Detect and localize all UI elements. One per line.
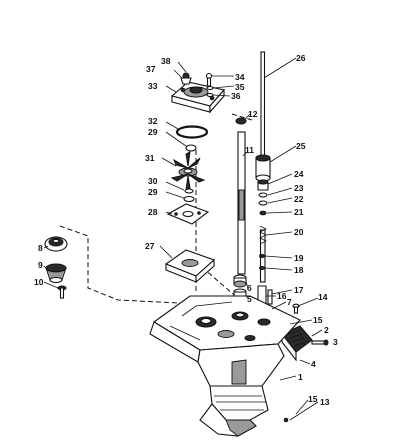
seal-29-upper [185, 144, 197, 152]
callout-13: 13 [320, 397, 330, 407]
callout-38: 38 [161, 56, 171, 66]
callout-33: 33 [148, 81, 158, 91]
callout-15-upper: 15 [313, 315, 323, 325]
callout-12: 12 [248, 109, 258, 119]
callout-1: 1 [298, 372, 303, 382]
callout-30: 30 [148, 176, 158, 186]
callout-16: 16 [277, 291, 287, 301]
callout-22: 22 [294, 194, 304, 204]
callout-6: 6 [247, 283, 252, 293]
callout-labels: 38 37 34 35 36 33 26 32 29 12 11 25 31 3… [34, 53, 338, 407]
bearing-6 [233, 274, 247, 288]
callout-11: 11 [245, 145, 254, 155]
washer-23 [258, 192, 268, 198]
callout-2: 2 [324, 325, 329, 335]
callout-27: 27 [145, 241, 155, 251]
callout-24: 24 [294, 169, 304, 179]
callout-3: 3 [333, 337, 338, 347]
impeller-31 [170, 151, 206, 191]
bolt-10 [57, 285, 67, 299]
gear-9 [45, 263, 67, 284]
callout-23: 23 [294, 183, 304, 193]
pin-18 [259, 265, 265, 271]
washer-21 [259, 210, 267, 216]
callout-18: 18 [294, 265, 304, 275]
o-ring-32 [175, 125, 209, 139]
callout-28: 28 [148, 207, 158, 217]
callout-9: 9 [38, 260, 43, 270]
screw-14 [292, 303, 300, 314]
part-24 [257, 179, 269, 191]
callout-25: 25 [296, 141, 306, 151]
callout-21: 21 [294, 207, 304, 217]
leader-lines [43, 57, 323, 421]
bearing-12 [235, 117, 247, 125]
callout-19: 19 [294, 253, 304, 263]
callout-32: 32 [148, 116, 158, 126]
base-27 [164, 249, 216, 284]
callout-8: 8 [38, 243, 43, 253]
callout-36: 36 [231, 91, 241, 101]
washer-22 [258, 200, 268, 206]
seal-29-lower [183, 188, 195, 203]
callout-17: 17 [294, 285, 304, 295]
callout-26: 26 [296, 53, 306, 63]
gearcase-housing [149, 295, 301, 437]
drive-shaft [237, 131, 246, 275]
callout-20: 20 [294, 227, 304, 237]
callout-14: 14 [318, 292, 328, 302]
callout-15-lower: 15 [308, 394, 318, 404]
screw-3 [311, 339, 329, 346]
pump-cover-assembly [170, 72, 226, 114]
callout-5: 5 [247, 294, 252, 304]
callout-31: 31 [145, 153, 155, 163]
plate-28 [166, 203, 210, 225]
pin-19 [259, 253, 265, 259]
callout-37: 37 [146, 64, 156, 74]
callout-35: 35 [235, 82, 245, 92]
callout-29-upper: 29 [148, 127, 158, 137]
callout-7: 7 [287, 297, 292, 307]
gear-25 [255, 154, 271, 182]
callout-10: 10 [34, 277, 44, 287]
callout-34: 34 [235, 72, 245, 82]
callout-29-lower: 29 [148, 187, 158, 197]
gear-8 [44, 236, 68, 252]
grille-2 [281, 325, 313, 362]
callout-4: 4 [311, 359, 316, 369]
